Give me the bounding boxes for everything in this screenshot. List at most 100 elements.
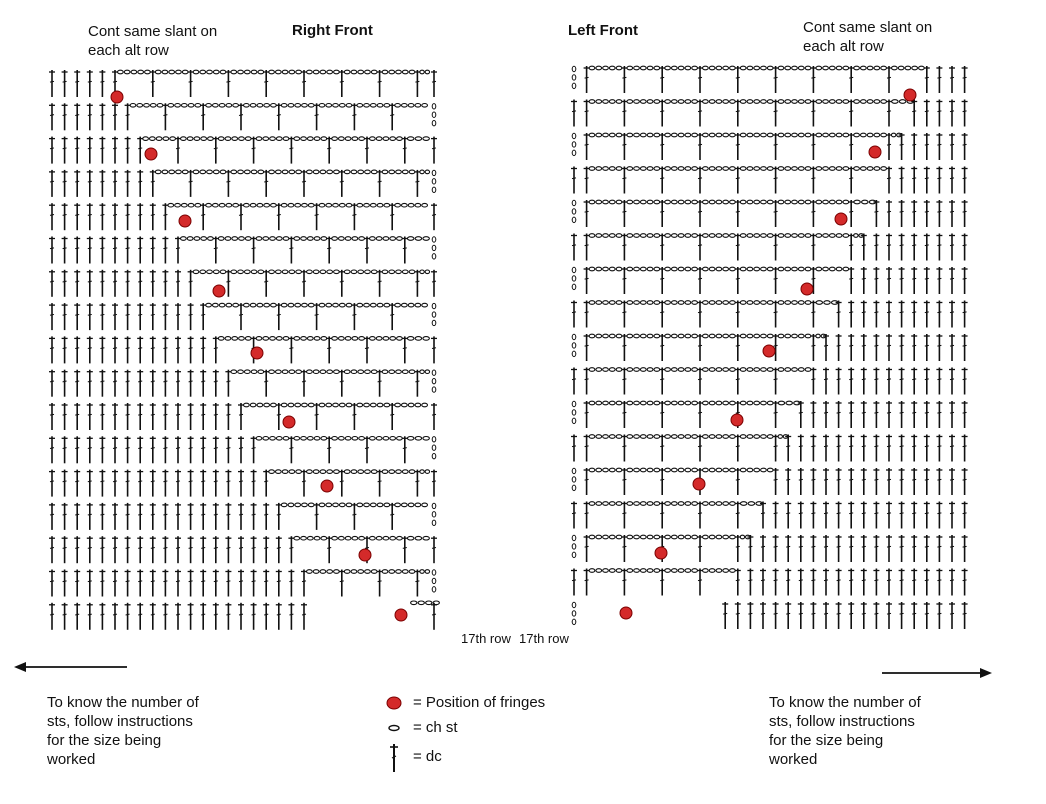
dc-stitch	[49, 103, 55, 131]
chain-run	[280, 102, 315, 108]
dc-stitch	[187, 469, 194, 497]
chain-run	[701, 367, 736, 372]
dc-stitch	[886, 233, 892, 261]
dc-stitch	[923, 233, 930, 261]
chain-run	[305, 369, 340, 375]
dc-stitch	[873, 535, 880, 562]
fringe-marker	[144, 147, 158, 161]
dc-stitch	[835, 434, 842, 462]
chain-run	[356, 102, 391, 108]
dc-stitch	[659, 434, 666, 462]
dc-stitch	[124, 569, 131, 597]
chain-run	[815, 266, 850, 272]
turning-chain	[571, 199, 577, 224]
dc-stitch	[351, 203, 358, 231]
dc-stitch	[351, 303, 358, 331]
turning-chain	[571, 333, 577, 358]
dc-stitch	[74, 169, 81, 197]
dc-stitch	[263, 469, 270, 497]
dc-stitch	[61, 70, 68, 97]
dc-stitch	[949, 568, 955, 596]
dc-stitch	[124, 502, 131, 530]
chain-run	[588, 166, 623, 171]
dc-stitch	[835, 300, 842, 328]
dc-stitch	[772, 66, 779, 93]
dc-stitch	[225, 70, 232, 97]
dc-stitch	[74, 436, 81, 464]
chain-run	[406, 236, 430, 241]
dc-stitch	[99, 70, 106, 97]
dc-stitch	[431, 336, 437, 364]
chain-run	[777, 367, 812, 372]
chain-run	[664, 434, 699, 439]
dc-stitch	[49, 369, 55, 397]
dc-stitch	[583, 66, 590, 93]
chain-run	[305, 269, 340, 275]
dc-stitch	[86, 269, 93, 297]
dc-stitch	[401, 236, 408, 264]
dc-stitch	[124, 536, 131, 564]
dc-stitch	[823, 434, 829, 462]
dc-stitch	[263, 536, 270, 564]
dc-stitch	[898, 133, 905, 160]
chain-run	[410, 600, 440, 606]
dc-stitch	[338, 169, 345, 197]
dc-stitch	[124, 203, 131, 231]
dc-stitch	[911, 568, 918, 596]
dc-stitch	[621, 166, 628, 194]
dc-stitch	[961, 602, 968, 629]
dc-stitch	[860, 468, 867, 495]
dc-stitch	[187, 70, 194, 97]
dc-stitch	[961, 434, 968, 462]
dc-stitch	[225, 436, 232, 464]
chain-run	[368, 336, 403, 341]
dc-stitch	[49, 169, 55, 197]
dc-stitch	[288, 536, 295, 564]
dc-stitch	[697, 501, 703, 529]
dc-stitch	[936, 133, 943, 160]
dc-stitch	[936, 535, 943, 562]
chain-run	[701, 534, 736, 540]
chain-run	[626, 367, 661, 372]
dc-stitch	[621, 535, 628, 562]
dc-stitch	[99, 569, 106, 597]
chain-run	[205, 302, 240, 308]
chain-run	[739, 166, 774, 171]
dc-stitch	[772, 133, 779, 160]
dc-stitch	[275, 103, 282, 131]
chain-run	[343, 69, 378, 75]
dc-stitch	[886, 334, 892, 361]
dc-stitch	[659, 468, 666, 495]
dc-stitch	[747, 602, 754, 629]
chain-run	[293, 136, 328, 141]
fringe-marker	[619, 606, 633, 620]
dc-stitch	[911, 367, 918, 395]
dc-stitch	[49, 502, 55, 530]
dc-stitch	[848, 66, 855, 93]
dc-stitch	[414, 469, 421, 497]
dc-stitch	[583, 233, 590, 261]
chain-run	[739, 367, 774, 372]
fringe-marker	[834, 212, 848, 226]
chain-run	[701, 199, 736, 205]
chain-run	[626, 400, 661, 406]
dc-stitch	[734, 535, 741, 562]
dc-stitch	[734, 334, 741, 361]
chain-run	[280, 302, 315, 308]
dc-stitch	[860, 401, 867, 428]
dc-stitch	[583, 501, 590, 529]
dc-stitch	[376, 169, 383, 197]
dc-stitch	[886, 300, 892, 328]
dc-stitch	[301, 269, 307, 297]
chain-run	[701, 568, 736, 573]
dc-stitch	[772, 468, 779, 495]
chain-run	[268, 369, 303, 375]
dc-stitch	[810, 535, 817, 562]
chain-run	[406, 136, 430, 141]
dc-stitch	[86, 70, 93, 97]
chain-run	[588, 99, 623, 104]
dc-stitch	[137, 569, 144, 597]
fringe-marker	[110, 90, 124, 104]
dc-stitch	[772, 367, 779, 395]
chain-run	[664, 367, 699, 372]
